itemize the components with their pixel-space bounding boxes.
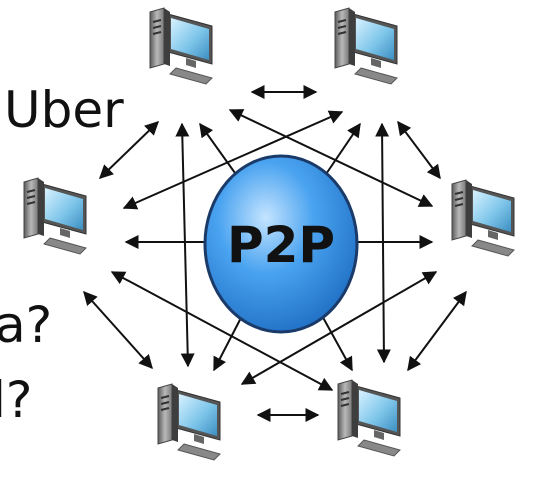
caption-line-2: a? [0,296,53,354]
computer-icon [157,383,221,461]
arrow-hub-top-left [199,122,241,181]
computer-icon [149,7,213,85]
computer-icon [334,7,398,85]
hub-label: P2P [227,216,335,274]
arrow-left-bottom-left [83,290,153,370]
peer-computer-right [451,179,515,257]
arrow-right-bottom-left [240,271,438,385]
computer-icon [337,379,401,457]
arrow-right-bottom-right [407,290,467,372]
caption-uber: Uber [4,81,124,139]
arrow-hub-bottom-right [319,311,353,372]
peer-computer-left [23,177,87,255]
arrow-top-left-bottom-left [175,122,195,368]
peer-computer-bottom-left [157,383,221,461]
caption-line-3: l? [0,371,33,429]
peer-computer-bottom-right [337,379,401,457]
arrow-top-right-left [122,110,344,210]
computer-icon [23,177,87,255]
peer-computer-top-right [334,7,398,85]
connection-arrows [83,85,467,422]
computer-icon [451,179,515,257]
arrow-top-right-right [397,120,441,180]
arrow-hub-top-right [321,122,361,181]
arrow-hub-bottom-left [213,311,245,372]
p2p-hub: P2P [203,154,359,334]
peer-computer-top-left [149,7,213,85]
